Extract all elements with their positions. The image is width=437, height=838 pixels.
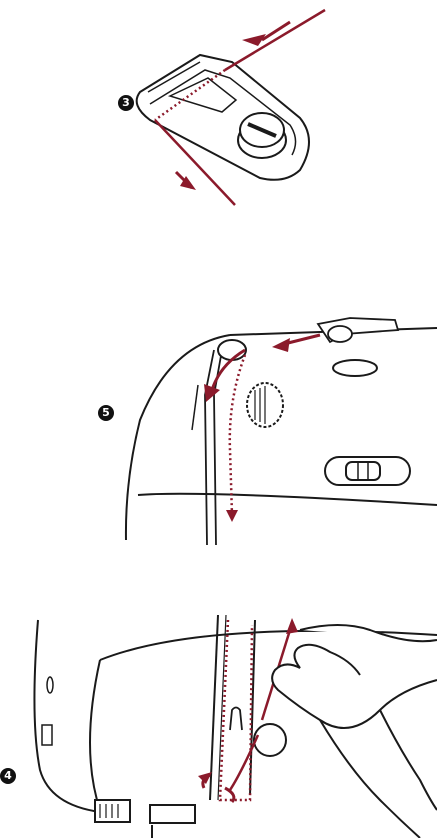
step-4-illustration: 4 xyxy=(0,600,437,838)
hole-opening xyxy=(254,724,286,756)
take-up-lever-drawing xyxy=(0,310,437,545)
step-3-illustration: 3 xyxy=(0,0,437,215)
step-4-marker: 4 xyxy=(0,768,16,784)
step-5-illustration: 5 xyxy=(0,310,437,545)
guide-base xyxy=(137,55,309,180)
arrow-left-icon xyxy=(272,338,290,352)
needle-threading-drawing xyxy=(0,600,437,838)
arrow-up-icon xyxy=(286,618,298,634)
oval-opening xyxy=(333,360,377,376)
hand-drawing xyxy=(272,625,437,728)
step-3-marker: 3 xyxy=(118,95,134,111)
step-5-marker: 5 xyxy=(98,405,114,421)
thread-guide-drawing xyxy=(0,0,437,215)
hook-u xyxy=(230,708,242,731)
